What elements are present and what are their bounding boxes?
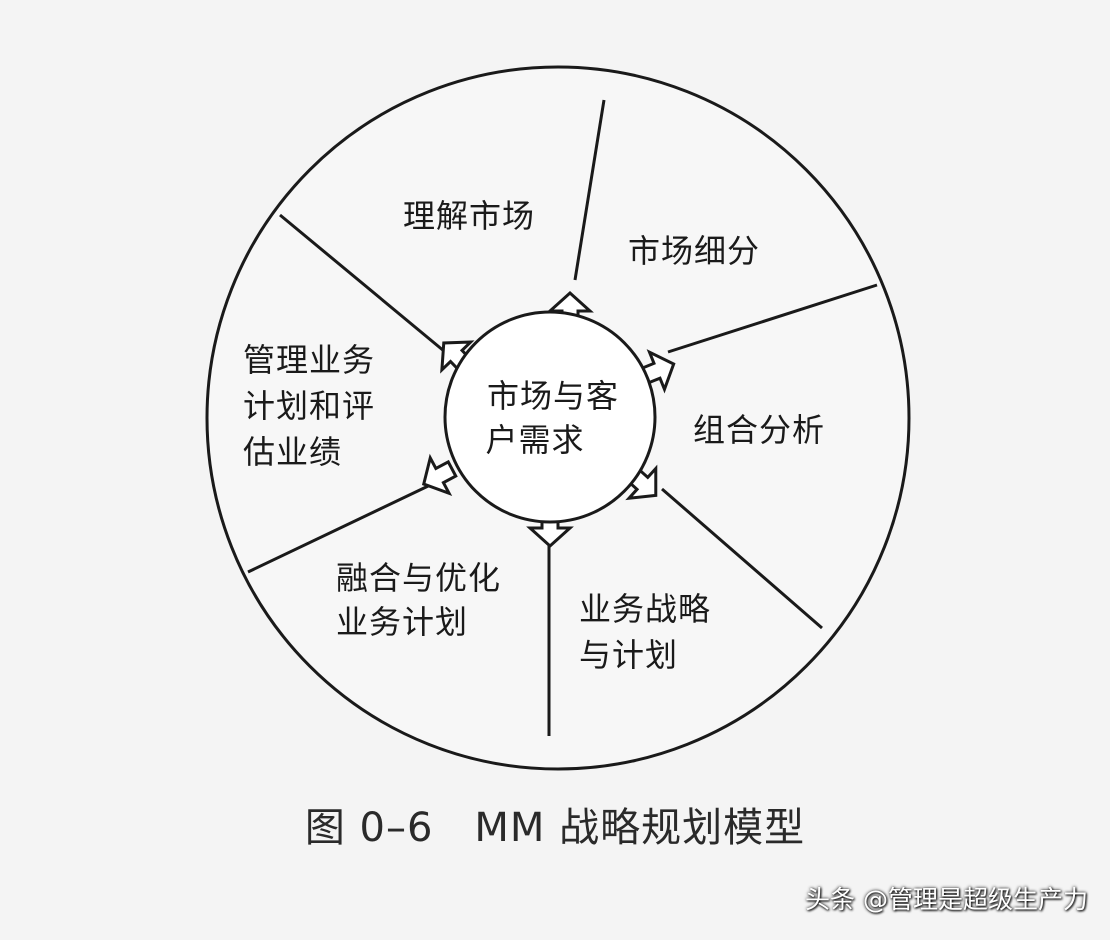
watermark: 头条 @管理是超级生产力	[805, 885, 1088, 914]
segment-label-business-strategy-plan-line-2: 与计划	[579, 636, 678, 674]
center-label-line-1: 市场与客	[487, 377, 619, 415]
spoke-lower-left	[247, 476, 446, 574]
figure-caption: 图 0–6 MM 战略规划模型	[304, 805, 806, 851]
spoke-upper-left	[279, 213, 451, 358]
spoke-upper-right	[667, 283, 878, 354]
segment-label-manage-evaluate-performance-line-2: 计划和评	[243, 387, 375, 425]
arrow-to-manage-evaluate-performance	[421, 453, 458, 496]
spoke-lower-right	[661, 487, 823, 630]
segment-label-manage-evaluate-performance-line-1: 管理业务	[243, 341, 375, 379]
center-label-line-2: 户需求	[485, 421, 584, 459]
segment-label-market-segmentation: 市场细分	[628, 232, 760, 270]
segment-label-portfolio-analysis: 组合分析	[693, 411, 825, 449]
segment-label-integrate-optimize-plan-line-1: 融合与优化	[336, 559, 501, 597]
inner-circle	[443, 310, 657, 524]
segment-label-manage-evaluate-performance-line-3: 估业绩	[243, 433, 342, 471]
spokes	[247, 99, 878, 736]
segment-label-business-strategy-plan-line-1: 业务战略	[579, 590, 711, 628]
segment-label-integrate-optimize-plan-line-2: 业务计划	[336, 603, 468, 641]
spoke-top	[573, 99, 606, 281]
segment-label-understand-market: 理解市场	[403, 197, 535, 235]
